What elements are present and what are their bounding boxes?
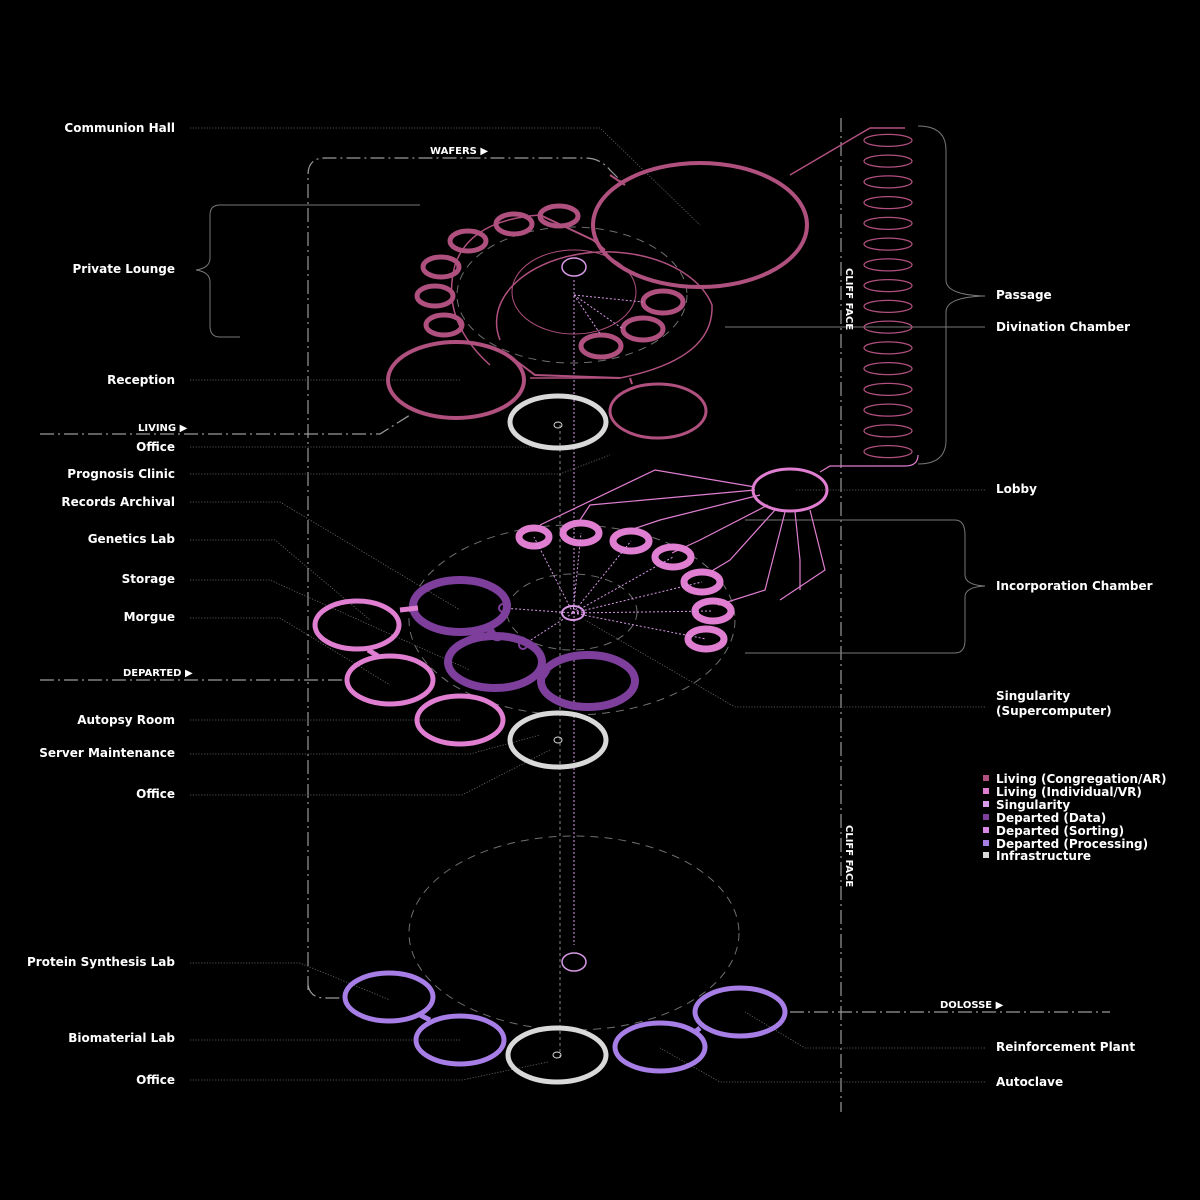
label-reinforcement-plant: Reinforcement Plant	[996, 1040, 1135, 1054]
legend-item-5: Departed (Processing)	[996, 837, 1148, 851]
legend-item-6: Infrastructure	[996, 849, 1091, 863]
coil-loop	[863, 279, 913, 293]
label-protein-synthesis-lab: Protein Synthesis Lab	[27, 955, 175, 969]
departed-flow-label: DEPARTED ▶	[123, 668, 193, 679]
label-genetics-lab: Genetics Lab	[88, 532, 176, 546]
label-supercomputer: (Supercomputer)	[996, 704, 1112, 718]
label-prognosis-clinic: Prognosis Clinic	[67, 467, 175, 481]
passage-coil	[863, 133, 913, 459]
autopsy-room	[414, 693, 506, 747]
coil-loop	[863, 382, 913, 396]
label-morgue: Morgue	[124, 610, 175, 624]
label-office-2: Office	[136, 787, 175, 801]
label-server-maintenance: Server Maintenance	[39, 746, 175, 760]
coil-loop	[863, 237, 913, 251]
departed-cluster	[312, 454, 919, 770]
protein-lab-room	[342, 970, 436, 1024]
prognosis-clinic-room	[608, 382, 708, 440]
biomaterial-lab-room	[413, 1013, 507, 1067]
label-private-lounge: Private Lounge	[72, 262, 175, 276]
label-office-3: Office	[136, 1073, 175, 1087]
label-biomaterial-lab: Biomaterial Lab	[68, 1031, 175, 1045]
legend-swatch-2	[983, 801, 989, 807]
label-passage: Passage	[996, 288, 1052, 302]
brackets	[195, 125, 986, 654]
legend-swatch-3	[983, 814, 989, 820]
label-incorporation-chamber: Incorporation Chamber	[996, 579, 1153, 593]
processing-cluster	[342, 970, 788, 1085]
reception-room	[386, 340, 526, 420]
coil-loop	[863, 341, 913, 355]
label-divination-chamber: Divination Chamber	[996, 320, 1130, 334]
reinforcement-plant-room	[692, 985, 788, 1039]
coil-loop	[863, 216, 913, 230]
label-communion-hall: Communion Hall	[64, 121, 175, 135]
legend-swatch-0	[983, 775, 989, 781]
label-office-1: Office	[136, 440, 175, 454]
legend-item-0: Living (Congregation/AR)	[996, 772, 1166, 786]
label-lobby: Lobby	[996, 482, 1037, 496]
legend-item-2: Singularity	[996, 798, 1070, 812]
wafers-flow-label: WAFERS ▶	[430, 146, 488, 157]
legend-item-3: Departed (Data)	[996, 811, 1106, 825]
coil-loop	[863, 175, 913, 189]
label-storage: Storage	[122, 572, 175, 586]
coil-loop	[863, 154, 913, 168]
circulation-lines	[40, 118, 1110, 1112]
label-singularity: Singularity	[996, 689, 1070, 703]
morgue-room	[312, 598, 402, 652]
right-labels: Passage Divination Chamber Lobby Incorpo…	[996, 288, 1153, 1089]
autoclave-room	[612, 1020, 708, 1074]
coil-loop	[863, 196, 913, 210]
legend-swatch-5	[983, 840, 989, 846]
coil-loop	[863, 424, 913, 438]
legend-item-1: Living (Individual/VR)	[996, 785, 1142, 799]
label-autoclave: Autoclave	[996, 1075, 1063, 1089]
label-reception: Reception	[107, 373, 175, 387]
dolosse-flow-label: DOLOSSE ▶	[940, 1000, 1004, 1011]
office-room-1	[507, 393, 609, 451]
label-autopsy-room: Autopsy Room	[77, 713, 175, 727]
legend: Living (Congregation/AR) Living (Individ…	[983, 772, 1166, 863]
cliff-face-label-top: CLIFF FACE	[843, 268, 854, 330]
coil-loop	[863, 403, 913, 417]
living-flow-label: LIVING ▶	[138, 423, 188, 434]
legend-item-4: Departed (Sorting)	[996, 824, 1124, 838]
coil-loop	[863, 258, 913, 272]
legend-swatch-4	[983, 827, 989, 833]
coil-loop	[863, 320, 913, 334]
legend-swatch-1	[983, 788, 989, 794]
living-cluster	[386, 127, 905, 451]
left-labels: Communion Hall Private Lounge Reception …	[27, 121, 175, 1087]
coil-loop	[863, 299, 913, 313]
legend-swatch-6	[983, 852, 989, 858]
coil-loop	[863, 133, 913, 147]
coil-loop	[863, 362, 913, 376]
office-room-3	[505, 1025, 609, 1085]
label-records-archival: Records Archival	[61, 495, 175, 509]
cliff-face-label-bottom: CLIFF FACE	[843, 825, 854, 887]
office-room-2	[507, 710, 609, 770]
coil-loop	[863, 445, 913, 459]
